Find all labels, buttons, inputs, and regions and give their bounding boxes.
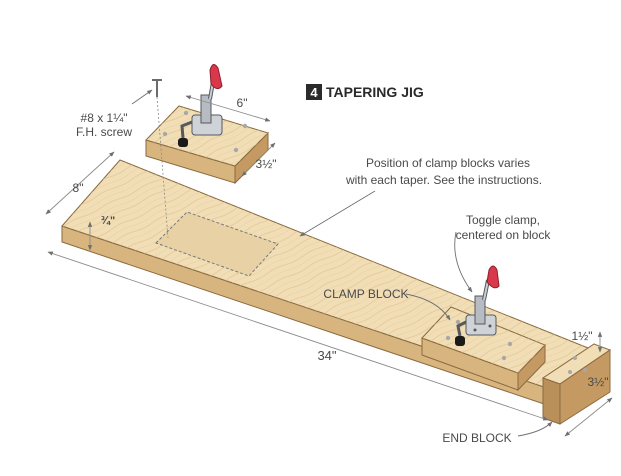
figure-number-badge [306,84,322,100]
base-width-label: 8" [73,181,84,195]
base-thickness-label: ¾" [101,215,115,227]
toggle-label-line2: centered on block [456,228,552,242]
leader-lines [131,89,553,437]
end-block-width-label: 3½" [588,375,609,389]
screw-label-line2: F.H. screw [76,125,132,139]
clamp-block-label: CLAMP BLOCK [323,287,408,301]
clamp-width-label: 6" [237,96,248,110]
end-block-height-label: 1½" [572,329,593,343]
figure-title: TAPERING JIG [326,84,424,100]
figure-heading: 4 TAPERING JIG [306,84,424,100]
base-length-label: 34" [317,348,336,363]
screw-alignment-line [156,96,169,239]
note-line2: with each taper. See the instructions. [345,173,542,187]
screw [152,79,169,239]
toggle-label-line1: Toggle clamp, [466,213,540,227]
screw-label-line1: #8 x 1¼" [81,111,128,125]
end-block-label: END BLOCK [442,431,511,445]
dimension-lines [45,95,613,437]
note-line1: Position of clamp blocks varies [366,156,530,170]
figure-number: 4 [310,85,318,100]
clamp-depth-label: 3½" [256,157,277,171]
